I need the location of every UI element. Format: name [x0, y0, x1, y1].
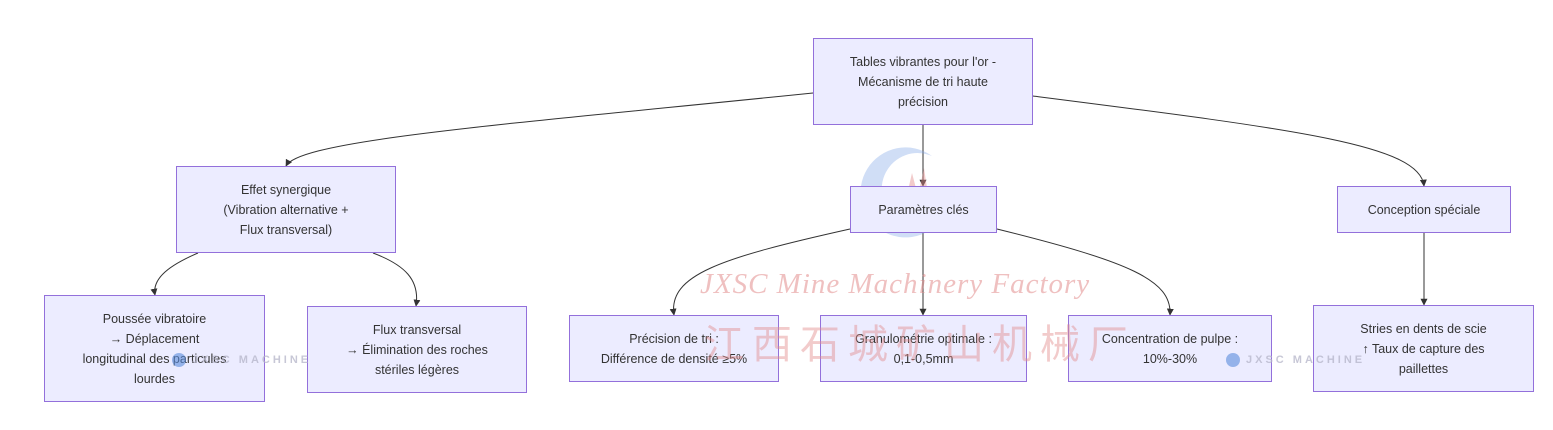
node-flow: Flux transversal → Élimination des roche… [307, 306, 527, 393]
node-pulp: Concentration de pulpe : 10%-30% [1068, 315, 1272, 382]
node-design: Conception spéciale [1337, 186, 1511, 233]
node-root-label: Tables vibrantes pour l'or - Mécanisme d… [849, 54, 997, 109]
node-push-label: Poussée vibratoire → Déplacement longitu… [82, 311, 227, 386]
node-synergy-label: Effet synergique (Vibration alternative … [223, 182, 349, 237]
edge-params-pulp [996, 228, 1174, 316]
node-push: Poussée vibratoire → Déplacement longitu… [44, 295, 265, 402]
node-synergy: Effet synergique (Vibration alternative … [176, 166, 396, 253]
node-root: Tables vibrantes pour l'or - Mécanisme d… [813, 38, 1033, 125]
edge-params-precision [669, 228, 851, 316]
node-granulo-label: Granulométrie optimale : 0,1-0,5mm [855, 331, 992, 366]
node-design-label: Conception spéciale [1367, 202, 1481, 217]
node-granulo: Granulométrie optimale : 0,1-0,5mm [820, 315, 1027, 382]
node-params-label: Paramètres clés [878, 202, 969, 217]
edge-synergy-flow [372, 252, 421, 307]
node-precision-label: Précision de tri : Différence de densité… [600, 331, 748, 366]
edge-root-design [1032, 95, 1427, 187]
edge-root-synergy [285, 92, 814, 167]
node-params: Paramètres clés [850, 186, 997, 233]
edge-synergy-push [150, 252, 199, 296]
node-stries: Stries en dents de scie ↑ Taux de captur… [1313, 305, 1534, 392]
node-precision: Précision de tri : Différence de densité… [569, 315, 779, 382]
node-pulp-label: Concentration de pulpe : 10%-30% [1101, 331, 1239, 366]
node-flow-label: Flux transversal → Élimination des roche… [346, 322, 488, 377]
node-stries-label: Stries en dents de scie ↑ Taux de captur… [1360, 321, 1487, 376]
